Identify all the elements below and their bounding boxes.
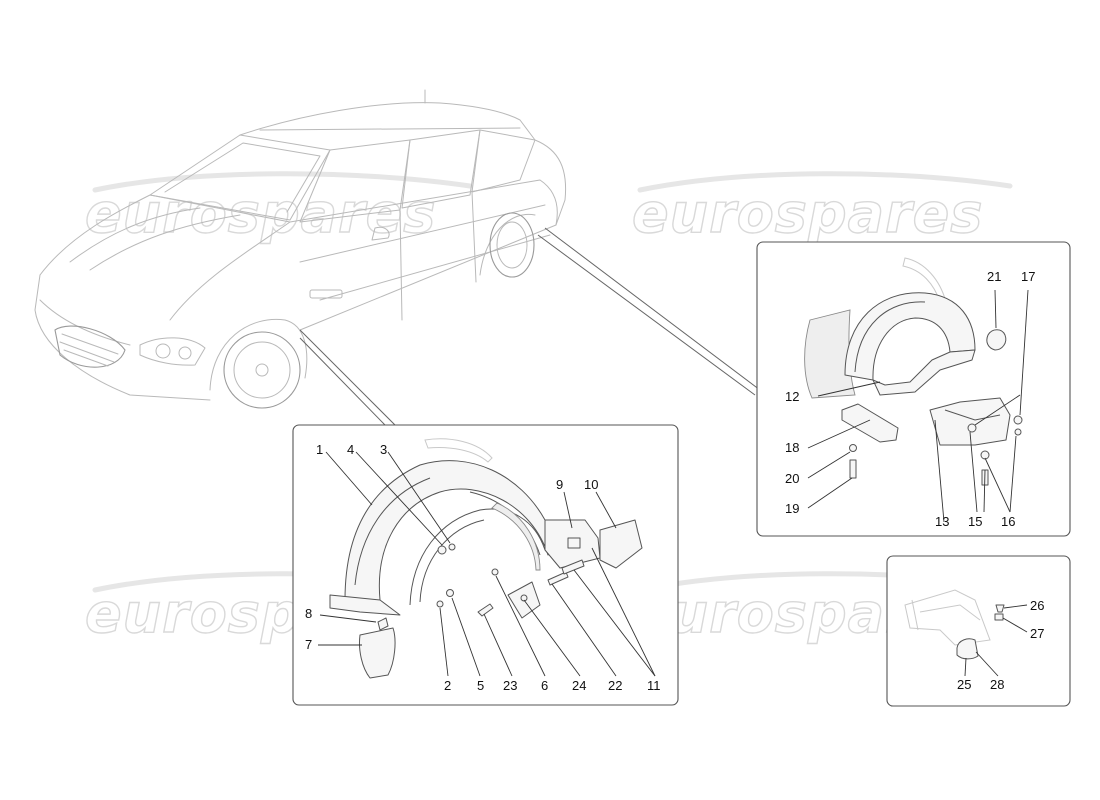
watermark-text: eurospares [85, 182, 436, 245]
front-mudflap [359, 627, 396, 679]
part-number-label: 22 [608, 678, 622, 693]
callout-line-rear [537, 234, 756, 396]
rear-labels: 21 17 12 18 20 19 13 15 16 [785, 269, 1035, 529]
part-number-label: 16 [1001, 514, 1015, 529]
washer [849, 444, 857, 452]
watermark-swoosh [637, 171, 1013, 193]
rear-clip-nut [986, 329, 1007, 351]
part-number-label: 2 [444, 678, 451, 693]
part-number-label: 28 [990, 677, 1004, 692]
part-number-label: 11 [647, 678, 661, 693]
part-number-label: 13 [935, 514, 949, 529]
front-labels: 1 4 3 9 10 8 7 2 5 23 6 24 22 11 [305, 442, 661, 693]
callout-line-rear [544, 227, 761, 391]
bolt [849, 459, 857, 479]
front-wheelarch-panel [292, 424, 679, 706]
callout-line-front [299, 337, 386, 426]
part-number-label: 18 [785, 440, 799, 455]
part-number-label: 5 [477, 678, 484, 693]
rubber-buffer [956, 638, 979, 660]
part-number-label: 10 [584, 477, 598, 492]
callout-line-front [299, 329, 396, 426]
bolt [477, 603, 494, 617]
part-number-label: 9 [556, 477, 563, 492]
rear-wheelarch-panel [756, 241, 1071, 537]
part-number-label: 12 [785, 389, 799, 404]
part-number-label: 1 [316, 442, 323, 457]
part-number-label: 20 [785, 471, 799, 486]
screw [446, 589, 454, 597]
part-number-label: 4 [347, 442, 354, 457]
rear-wheelarch-liner [844, 292, 976, 381]
part-number-label: 8 [305, 606, 312, 621]
part-number-label: 6 [541, 678, 548, 693]
screw [437, 545, 447, 555]
screw [436, 600, 444, 608]
liner-cover-plate [599, 519, 643, 569]
part-number-label: 27 [1030, 626, 1044, 641]
part-number-label: 26 [1030, 598, 1044, 613]
rear-mounting-bracket [841, 403, 899, 443]
part-number-label: 15 [968, 514, 982, 529]
part-number-label: 25 [957, 677, 971, 692]
panel-frame [886, 555, 1071, 707]
part-number-label: 23 [503, 678, 517, 693]
detail-labels: 26 27 25 28 [957, 598, 1044, 692]
detail-panel [886, 555, 1071, 707]
part-number-label: 19 [785, 501, 799, 516]
part-number-label: 7 [305, 637, 312, 652]
watermark-swoosh [92, 171, 473, 193]
watermark-text: eurospares [632, 182, 983, 245]
washer [448, 543, 456, 551]
screw [995, 604, 1005, 613]
car-overview [34, 89, 567, 409]
part-number-label: 24 [572, 678, 586, 693]
screw [491, 568, 499, 576]
rear-lower-shield [929, 397, 1011, 446]
part-number-label: 3 [380, 442, 387, 457]
part-number-label: 21 [987, 269, 1001, 284]
part-number-label: 17 [1021, 269, 1035, 284]
washer [994, 613, 1004, 621]
